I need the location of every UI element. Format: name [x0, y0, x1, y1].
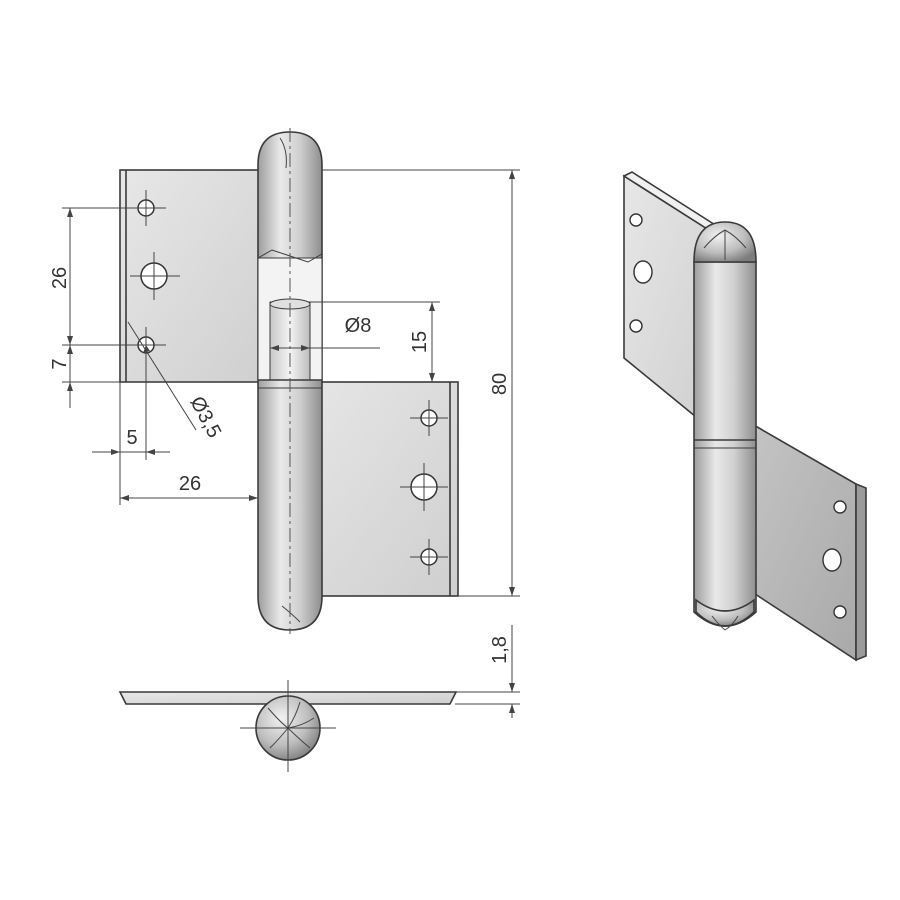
lower-leaf-holes: [400, 400, 448, 575]
isometric-view: [622, 171, 867, 662]
iso-bottom-cap: [695, 598, 755, 627]
dim-hole-spacing: 26: [49, 267, 71, 289]
dim-leaf-width: 26: [179, 473, 201, 495]
dim-hole-diameter: Ø3,5: [185, 393, 225, 442]
dim-edge-to-hole: 7: [49, 358, 71, 369]
dim-thickness: 1,8: [489, 636, 511, 664]
dim-hole-offset-x: 5: [126, 427, 137, 449]
dimension-lines: [62, 169, 520, 718]
top-view: [118, 680, 458, 772]
iso-lower-leaf: [751, 422, 857, 662]
dim-pin-diameter: Ø8: [345, 315, 372, 337]
front-view: 26 7 Ø3,5 5 26 Ø8 15 80 1,8: [49, 128, 520, 718]
dim-total-height: 80: [489, 373, 511, 395]
dim-pin-height: 15: [409, 331, 431, 353]
iso-barrel: [693, 261, 757, 627]
